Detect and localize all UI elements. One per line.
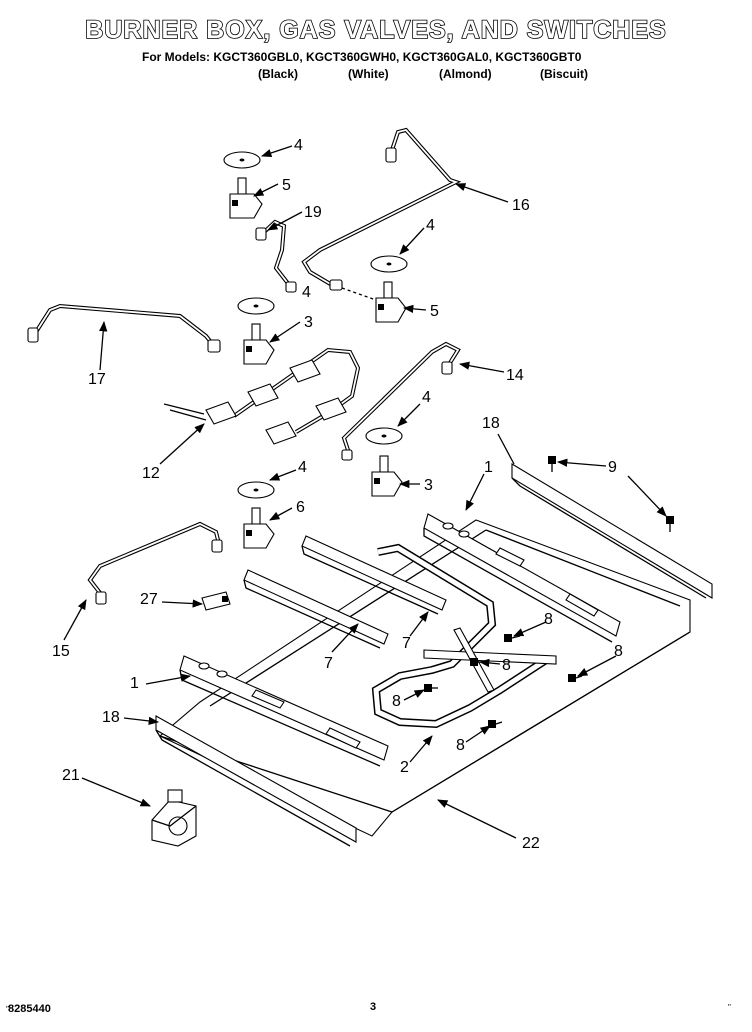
burner-support-7-b (301, 535, 447, 615)
page-title: BURNER BOX, GAS VALVES, AND SWITCHES (84, 15, 667, 45)
callout-15: 15 (52, 643, 70, 660)
callout-27: 27 (140, 591, 158, 608)
callout-12: 12 (142, 465, 160, 482)
callout-7: 7 (324, 655, 333, 672)
callout-3: 3 (424, 477, 433, 494)
washer-4-b (370, 255, 408, 273)
color-almond: (Almond) (439, 67, 492, 81)
callout-7: 7 (402, 635, 411, 652)
callout-8: 8 (456, 737, 465, 754)
gas-tube-17 (27, 303, 221, 353)
washer-4-d (365, 427, 403, 445)
callout-8: 8 (392, 693, 401, 710)
footer-mark: " (6, 1005, 9, 1014)
leader-lines (63, 145, 667, 839)
callout-22: 22 (522, 835, 540, 852)
callout-4: 4 (302, 284, 311, 301)
gas-tube-15 (87, 521, 223, 605)
gas-tube-14 (341, 341, 461, 461)
gas-tube-16 (301, 127, 462, 291)
gas-valve-3-upper (243, 323, 275, 365)
screw-9-a (548, 456, 556, 472)
screw-8-e (488, 720, 503, 728)
callout-1: 1 (484, 459, 493, 476)
callout-4: 4 (422, 389, 431, 406)
callout-18: 18 (482, 415, 500, 432)
switch-harness-12 (163, 347, 361, 445)
callout-8: 8 (614, 643, 623, 660)
callout-4: 4 (426, 217, 435, 234)
screw-9-b (666, 516, 674, 532)
callout-17: 17 (88, 371, 106, 388)
gas-valve-5-top (229, 177, 263, 219)
callout-8: 8 (502, 657, 511, 674)
color-white: (White) (348, 67, 389, 81)
gas-valve-3-lower (371, 455, 403, 497)
washer-4-e (237, 481, 275, 499)
callout-16: 16 (512, 197, 530, 214)
gas-valve-5-right (375, 281, 407, 323)
screw-8-d (424, 684, 438, 692)
callout-19: 19 (304, 204, 322, 221)
callout-4: 4 (294, 137, 303, 154)
callout-labels: 4 5 19 16 4 5 4 3 17 14 4 18 12 1 9 4 3 … (52, 137, 623, 852)
callout-8: 8 (544, 611, 553, 628)
gas-valve-6 (243, 507, 275, 549)
washer-4-c (237, 297, 275, 315)
burner-bracket-1-right (423, 513, 621, 643)
burner-bracket-1-left (179, 655, 389, 767)
color-biscuit: (Biscuit) (540, 67, 588, 81)
callout-14: 14 (506, 367, 524, 384)
callout-1: 1 (130, 675, 139, 692)
callout-21: 21 (62, 767, 80, 784)
callout-18: 18 (102, 709, 120, 726)
callout-4: 4 (298, 459, 307, 476)
callout-3: 3 (304, 314, 313, 331)
callout-6: 6 (296, 499, 305, 516)
document-id: 8285440 (8, 1003, 51, 1015)
callout-9: 9 (608, 459, 617, 476)
side-rail-18-right (511, 463, 713, 599)
washer-4-a (223, 151, 261, 169)
burner-tube-2 (371, 543, 557, 729)
page-number: 3 (370, 1001, 377, 1013)
footer-mark: " (728, 1003, 731, 1012)
callout-5: 5 (430, 303, 439, 320)
callout-2: 2 (400, 759, 409, 776)
models-line: For Models: KGCT360GBL0, KGCT360GWH0, KG… (142, 50, 582, 64)
gas-tube-19 (255, 219, 297, 293)
pressure-regulator-21 (151, 789, 197, 847)
switch-27 (201, 591, 231, 611)
side-rail-18-left (155, 715, 357, 847)
callout-5: 5 (282, 177, 291, 194)
color-black: (Black) (258, 67, 299, 81)
